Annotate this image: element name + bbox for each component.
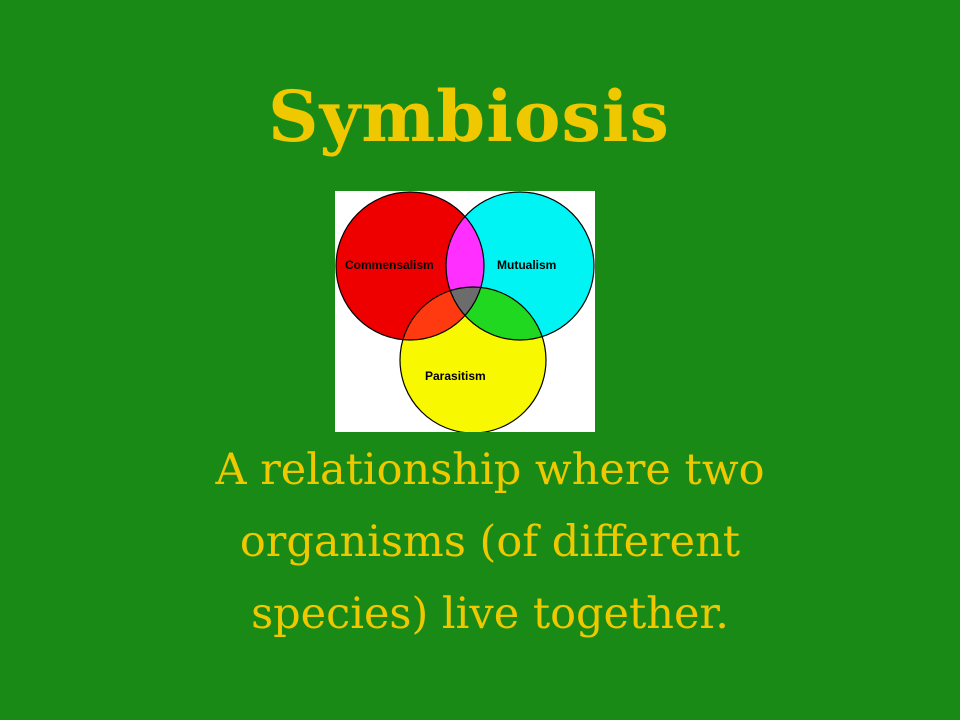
venn-diagram: Commensalism Mutualism Parasitism [335, 191, 595, 432]
mutualism-label: Mutualism [497, 258, 556, 272]
description-line: species) live together. [251, 589, 729, 639]
slide-description: A relationship where two organisms (of d… [100, 434, 880, 650]
commensalism-parasitism-overlap [400, 287, 484, 340]
parasitism-outline [399, 286, 547, 432]
slide-title: Symbiosis [268, 75, 670, 158]
mutualism-parasitism-overlap [446, 287, 546, 340]
commensalism-label: Commensalism [345, 258, 434, 272]
description-line: A relationship where two [215, 445, 765, 495]
mutualism-outline [445, 191, 595, 341]
parasitism-label: Parasitism [425, 369, 486, 383]
commensalism-outline [335, 191, 485, 341]
description-line: organisms (of different [239, 517, 741, 567]
